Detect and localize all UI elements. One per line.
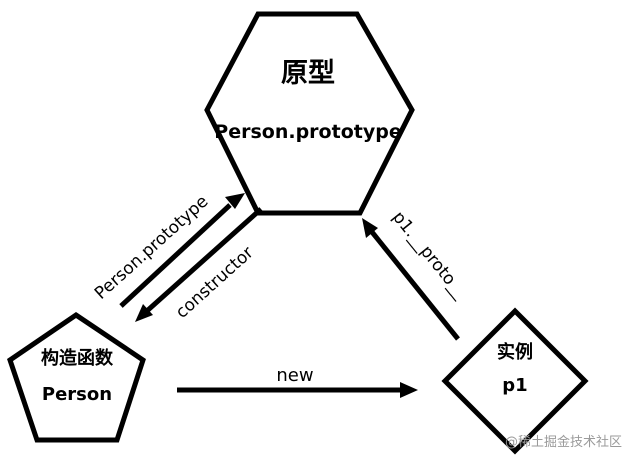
constructor-arrow-line bbox=[146, 207, 263, 312]
prototype-arrow-line bbox=[119, 203, 232, 308]
new-arrow-label: new bbox=[276, 365, 313, 386]
proto-arrow-head bbox=[362, 218, 378, 238]
prototype-hexagon-shape bbox=[204, 11, 415, 216]
proto-arrow-line bbox=[370, 230, 460, 341]
prototype-node: 原型 Person.prototype bbox=[204, 11, 415, 216]
prototype-title: 原型 bbox=[281, 58, 335, 89]
constructor-arrow-label: constructor bbox=[172, 243, 258, 323]
new-arrow: new bbox=[177, 365, 418, 398]
constructor-title: 构造函数 bbox=[41, 347, 114, 369]
instance-diamond-shape bbox=[441, 307, 589, 455]
prototype-subtitle: Person.prototype bbox=[214, 121, 401, 143]
constructor-arrow: constructor bbox=[135, 207, 263, 323]
instance-node: 实例 p1 bbox=[441, 307, 589, 455]
constructor-subtitle: Person bbox=[42, 384, 112, 405]
constructor-node: 构造函数 Person bbox=[7, 311, 146, 443]
watermark-text: @稀土掘金技术社区 bbox=[505, 434, 622, 450]
instance-title: 实例 bbox=[497, 341, 533, 363]
prototype-arrow-head bbox=[225, 193, 245, 209]
constructor-pentagon-shape bbox=[7, 311, 146, 443]
constructor-arrow-head bbox=[135, 304, 153, 322]
proto-arrow: p1.__proto__ bbox=[362, 208, 471, 341]
proto-arrow-label: p1.__proto__ bbox=[388, 208, 470, 303]
new-arrow-head bbox=[400, 382, 418, 398]
instance-subtitle: p1 bbox=[502, 375, 527, 396]
